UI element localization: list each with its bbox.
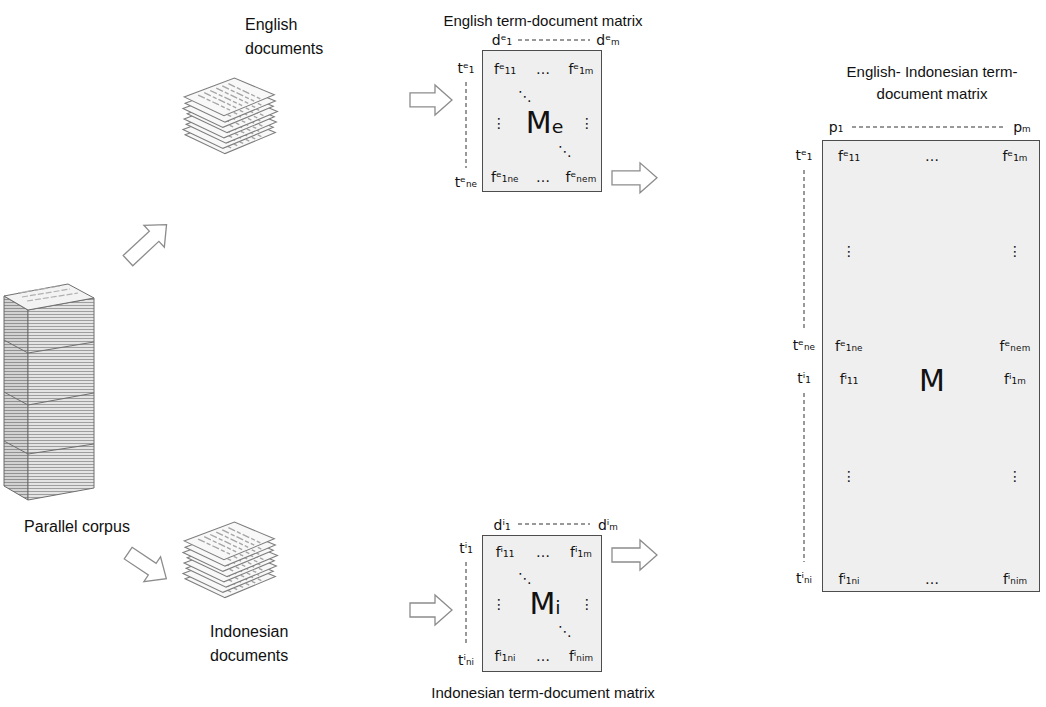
matrix-entry: … [925,148,939,165]
block-arrow [612,163,657,193]
matrix-entry: … [536,648,550,665]
row-label: tⁱₙᵢ [458,652,474,669]
matrix-entry: … [536,61,550,78]
corpus-pile [4,284,94,500]
matrix-entry: fⁱ₁ₘ [1004,371,1026,388]
matrix-entry: ⋮ [1008,468,1022,485]
matrix-entry: ⋱ [558,623,572,640]
row-label: tⁱ₁ [459,540,473,557]
matrix-entry: fⁱₙᵢₘ [1003,571,1027,588]
block-arrow [124,547,166,581]
row-label: tᵉₙₑ [793,337,816,354]
matrix-entry: fᵉ₁₁ [494,61,516,78]
matrix-entry: fⁱ₁ₙᵢ [838,571,859,588]
matrix-entry: ⋮ [1008,243,1022,260]
matrix-entry: fᵉₙₑₘ [1000,338,1031,355]
document-node: English documents [168,5,318,230]
row-label: tⁱₙᵢ [796,570,812,587]
matrix-symbol: Mₑ [526,105,564,141]
matrix-box: English term-document matrixfᵉ₁₁…fᵉ₁ₘ⋱⋮M… [482,50,602,192]
matrix-heading: English- Indonesian term-document matrix [817,61,1046,105]
matrix-entry: fⁱ₁ₘ [570,544,592,561]
matrix-entry: fⁱ₁₁ [840,371,859,388]
matrix-entry: fᵉₙₑₘ [566,169,597,186]
matrix-entry: ⋱ [558,143,572,160]
row-label: tᵉₙₑ [455,174,478,191]
column-label: dⁱ₁ [493,517,510,534]
matrix-entry: fᵉ₁ₘ [568,61,593,78]
matrix-entry: fⁱ₁₁ [496,544,515,561]
matrix-entry: fᵉ₁ₘ [1002,148,1027,165]
document-stack [183,78,278,154]
matrix-box: English- Indonesian term-document matrix… [822,140,1040,592]
column-label: dᵉₘ [596,32,619,49]
column-label: p₁ [829,119,844,136]
column-label: dⁱₘ [598,517,618,534]
document-stack [183,522,278,598]
matrix-entry: ⋮ [492,596,506,613]
corpus-node: Parallel corpus [2,262,152,552]
matrix-symbol: M [919,363,945,399]
document-node: Indonesian documents [168,500,318,690]
matrix-entry: fᵉ₁ₙₑ [491,169,519,186]
caption-label: English documents [245,13,340,61]
matrix-entry: fᵉ₁₁ [838,148,860,165]
matrix-entry: … [925,571,939,588]
matrix-entry: fᵉ₁ₙₑ [835,338,863,355]
matrix-heading: Indonesian term-document matrix [431,684,654,702]
block-arrow [612,540,657,570]
row-label: tᵉ₁ [458,60,475,77]
caption-label: Parallel corpus [24,517,130,536]
matrix-entry: ⋱ [518,570,532,587]
column-label: dᵉ₁ [492,32,512,49]
block-arrow [410,595,452,625]
row-label: tⁱ₁ [797,370,811,387]
matrix-symbol: Mᵢ [529,586,560,622]
matrix-entry: ⋮ [842,243,856,260]
matrix-entry: fⁱ₁ₙᵢ [494,648,515,665]
matrix-entry: … [536,544,550,561]
matrix-entry: … [536,169,550,186]
matrix-entry: ⋮ [842,468,856,485]
matrix-entry: ⋮ [580,596,594,613]
caption-label: Indonesian documents [210,620,310,668]
row-label: tᵉ₁ [796,147,813,164]
matrix-heading: English term-document matrix [443,12,642,30]
matrix-entry: ⋱ [518,88,532,105]
block-arrow [123,225,166,266]
matrix-entry: ⋮ [492,115,506,132]
matrix-entry: ⋮ [580,115,594,132]
matrix-entry: fⁱₙᵢₘ [569,648,593,665]
block-arrow [410,85,452,115]
column-label: pₘ [1013,119,1031,136]
matrix-box: fⁱ₁₁…fⁱ₁ₘ⋱⋮Mᵢ⋮⋱fⁱ₁ₙᵢ…fⁱₙᵢₘIndonesian ter… [482,535,602,672]
